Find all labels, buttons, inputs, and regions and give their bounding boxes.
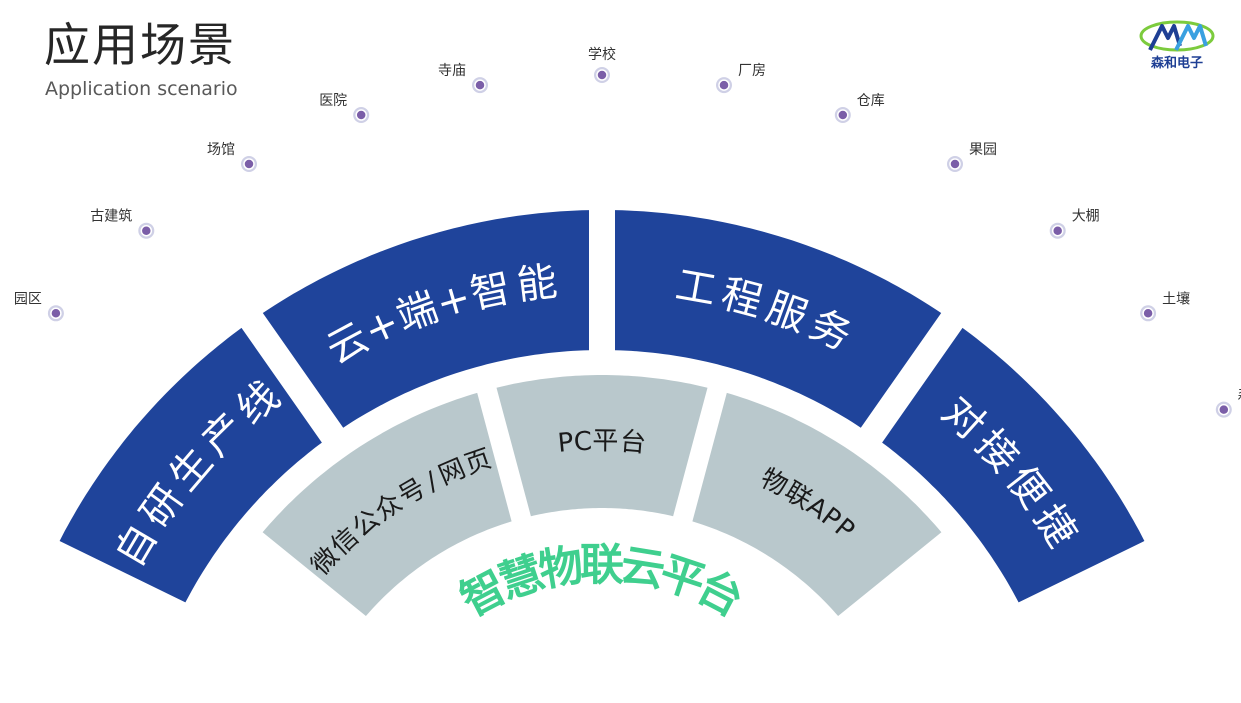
scene-item: 仓库 bbox=[834, 93, 885, 123]
scene-dot-core bbox=[474, 79, 486, 91]
outer-segment-4 bbox=[882, 327, 1145, 603]
scene-dot-core bbox=[140, 224, 153, 237]
scene-dot-core bbox=[1218, 403, 1230, 416]
outer-segment-label-2: 云+端+智能 bbox=[319, 259, 559, 374]
svg-text:平: 平 bbox=[592, 426, 618, 456]
scene-label: 古建筑 bbox=[90, 209, 132, 225]
scene-label: 学校 bbox=[588, 46, 616, 63]
svg-text:能: 能 bbox=[514, 259, 559, 309]
page-title: 应用场景 bbox=[44, 18, 236, 72]
scene-label: 厂房 bbox=[738, 63, 766, 79]
scene-label: 寺庙 bbox=[438, 63, 466, 79]
scene-dot-core bbox=[596, 69, 608, 81]
scene-item: 土壤 bbox=[1140, 290, 1190, 322]
outer-segment-1 bbox=[59, 327, 322, 603]
scene-item: 古建筑 bbox=[90, 209, 155, 239]
svg-text:P: P bbox=[556, 428, 574, 459]
scene-item: 医院 bbox=[319, 93, 370, 123]
scene-dot-core bbox=[837, 109, 849, 121]
inner-segment-1 bbox=[262, 392, 512, 616]
scene-item: 学校 bbox=[588, 46, 616, 83]
inner-segment-2 bbox=[496, 375, 708, 517]
scene-label: 土壤 bbox=[1162, 290, 1190, 307]
scene-label: 医院 bbox=[319, 93, 347, 109]
scene-label: 园区 bbox=[14, 291, 42, 307]
scene-label: 仓库 bbox=[857, 93, 885, 109]
scene-dot-core bbox=[949, 158, 961, 170]
scene-dot-core bbox=[1142, 307, 1154, 320]
inner-segment-3 bbox=[692, 392, 942, 616]
page-subtitle: Application scenario bbox=[45, 78, 238, 100]
scene-item: 园区 bbox=[14, 291, 64, 322]
svg-text:联: 联 bbox=[580, 540, 624, 591]
svg-text:C: C bbox=[573, 427, 593, 458]
scene-dot-core bbox=[1051, 224, 1064, 237]
outer-segment-2 bbox=[262, 210, 589, 428]
scene-dot-core bbox=[50, 307, 62, 320]
svg-text:智: 智 bbox=[466, 265, 515, 318]
scene-label: 森林 bbox=[1238, 388, 1241, 404]
scene-item: 寺庙 bbox=[438, 63, 488, 94]
scene-label: 果园 bbox=[969, 142, 997, 158]
svg-text:云: 云 bbox=[617, 540, 669, 597]
scene-dot-core bbox=[243, 158, 255, 170]
scene-item: 大棚 bbox=[1049, 209, 1100, 239]
company-logo-icon bbox=[1139, 20, 1215, 52]
outer-segment-3 bbox=[615, 210, 942, 428]
svg-text:台: 台 bbox=[619, 427, 647, 459]
scene-item: 场馆 bbox=[207, 142, 257, 172]
scene-label: 场馆 bbox=[207, 142, 235, 158]
scene-label: 大棚 bbox=[1072, 209, 1100, 225]
scene-item: 森林 bbox=[1215, 388, 1241, 418]
scene-item: 厂房 bbox=[716, 63, 766, 94]
company-logo-text: 森和电子 bbox=[1150, 56, 1203, 71]
scene-item: 果园 bbox=[947, 142, 997, 172]
svg-text:物: 物 bbox=[535, 540, 587, 597]
scene-dot-core bbox=[355, 109, 367, 121]
scene-dot-core bbox=[718, 79, 730, 91]
svg-text:工: 工 bbox=[672, 262, 719, 314]
